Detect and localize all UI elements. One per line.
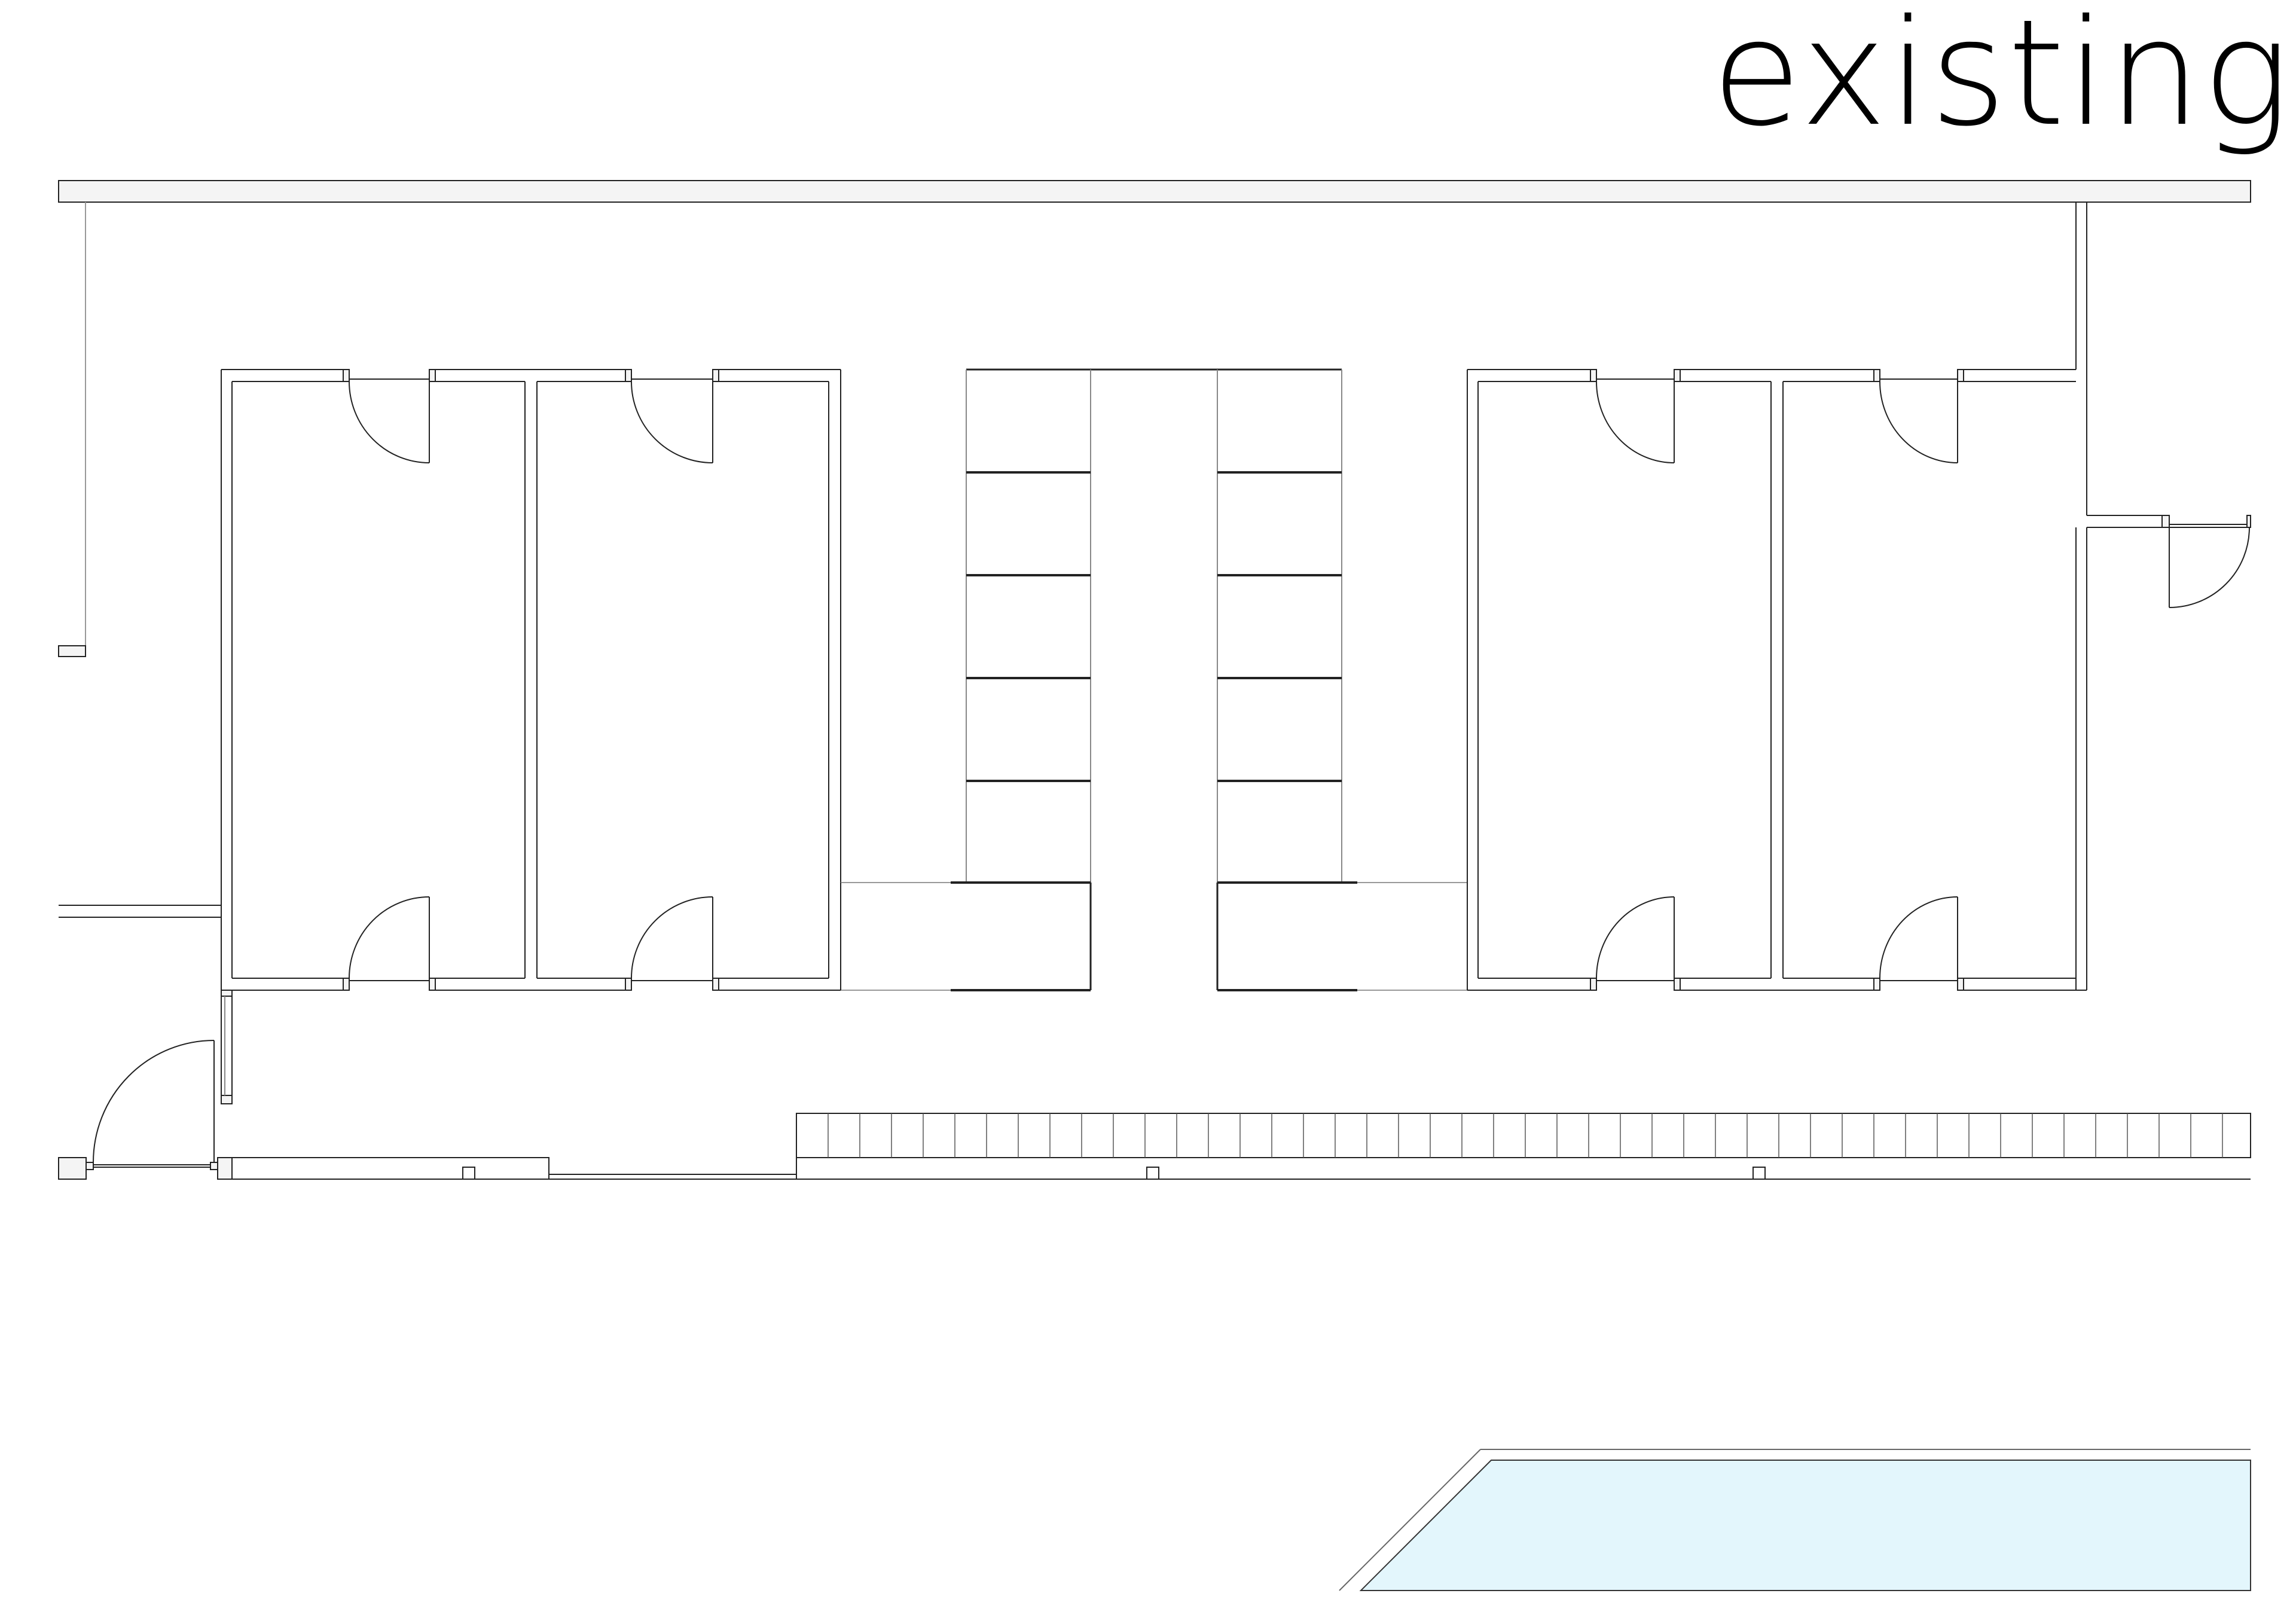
left-wing-wall [59,905,221,918]
left-building [221,369,841,991]
right-boundary-wall [1961,202,2251,990]
front-walkway [231,1157,2251,1180]
step-ticks [828,1113,2223,1158]
step-strip [796,1113,2251,1158]
right-building [1467,369,2087,991]
central-lockers [840,368,1468,991]
roof-band [58,180,2251,203]
front-entry [58,990,233,1180]
pool [1339,1449,2251,1591]
plan-title: existing [1711,0,2291,158]
left-post [58,645,86,657]
